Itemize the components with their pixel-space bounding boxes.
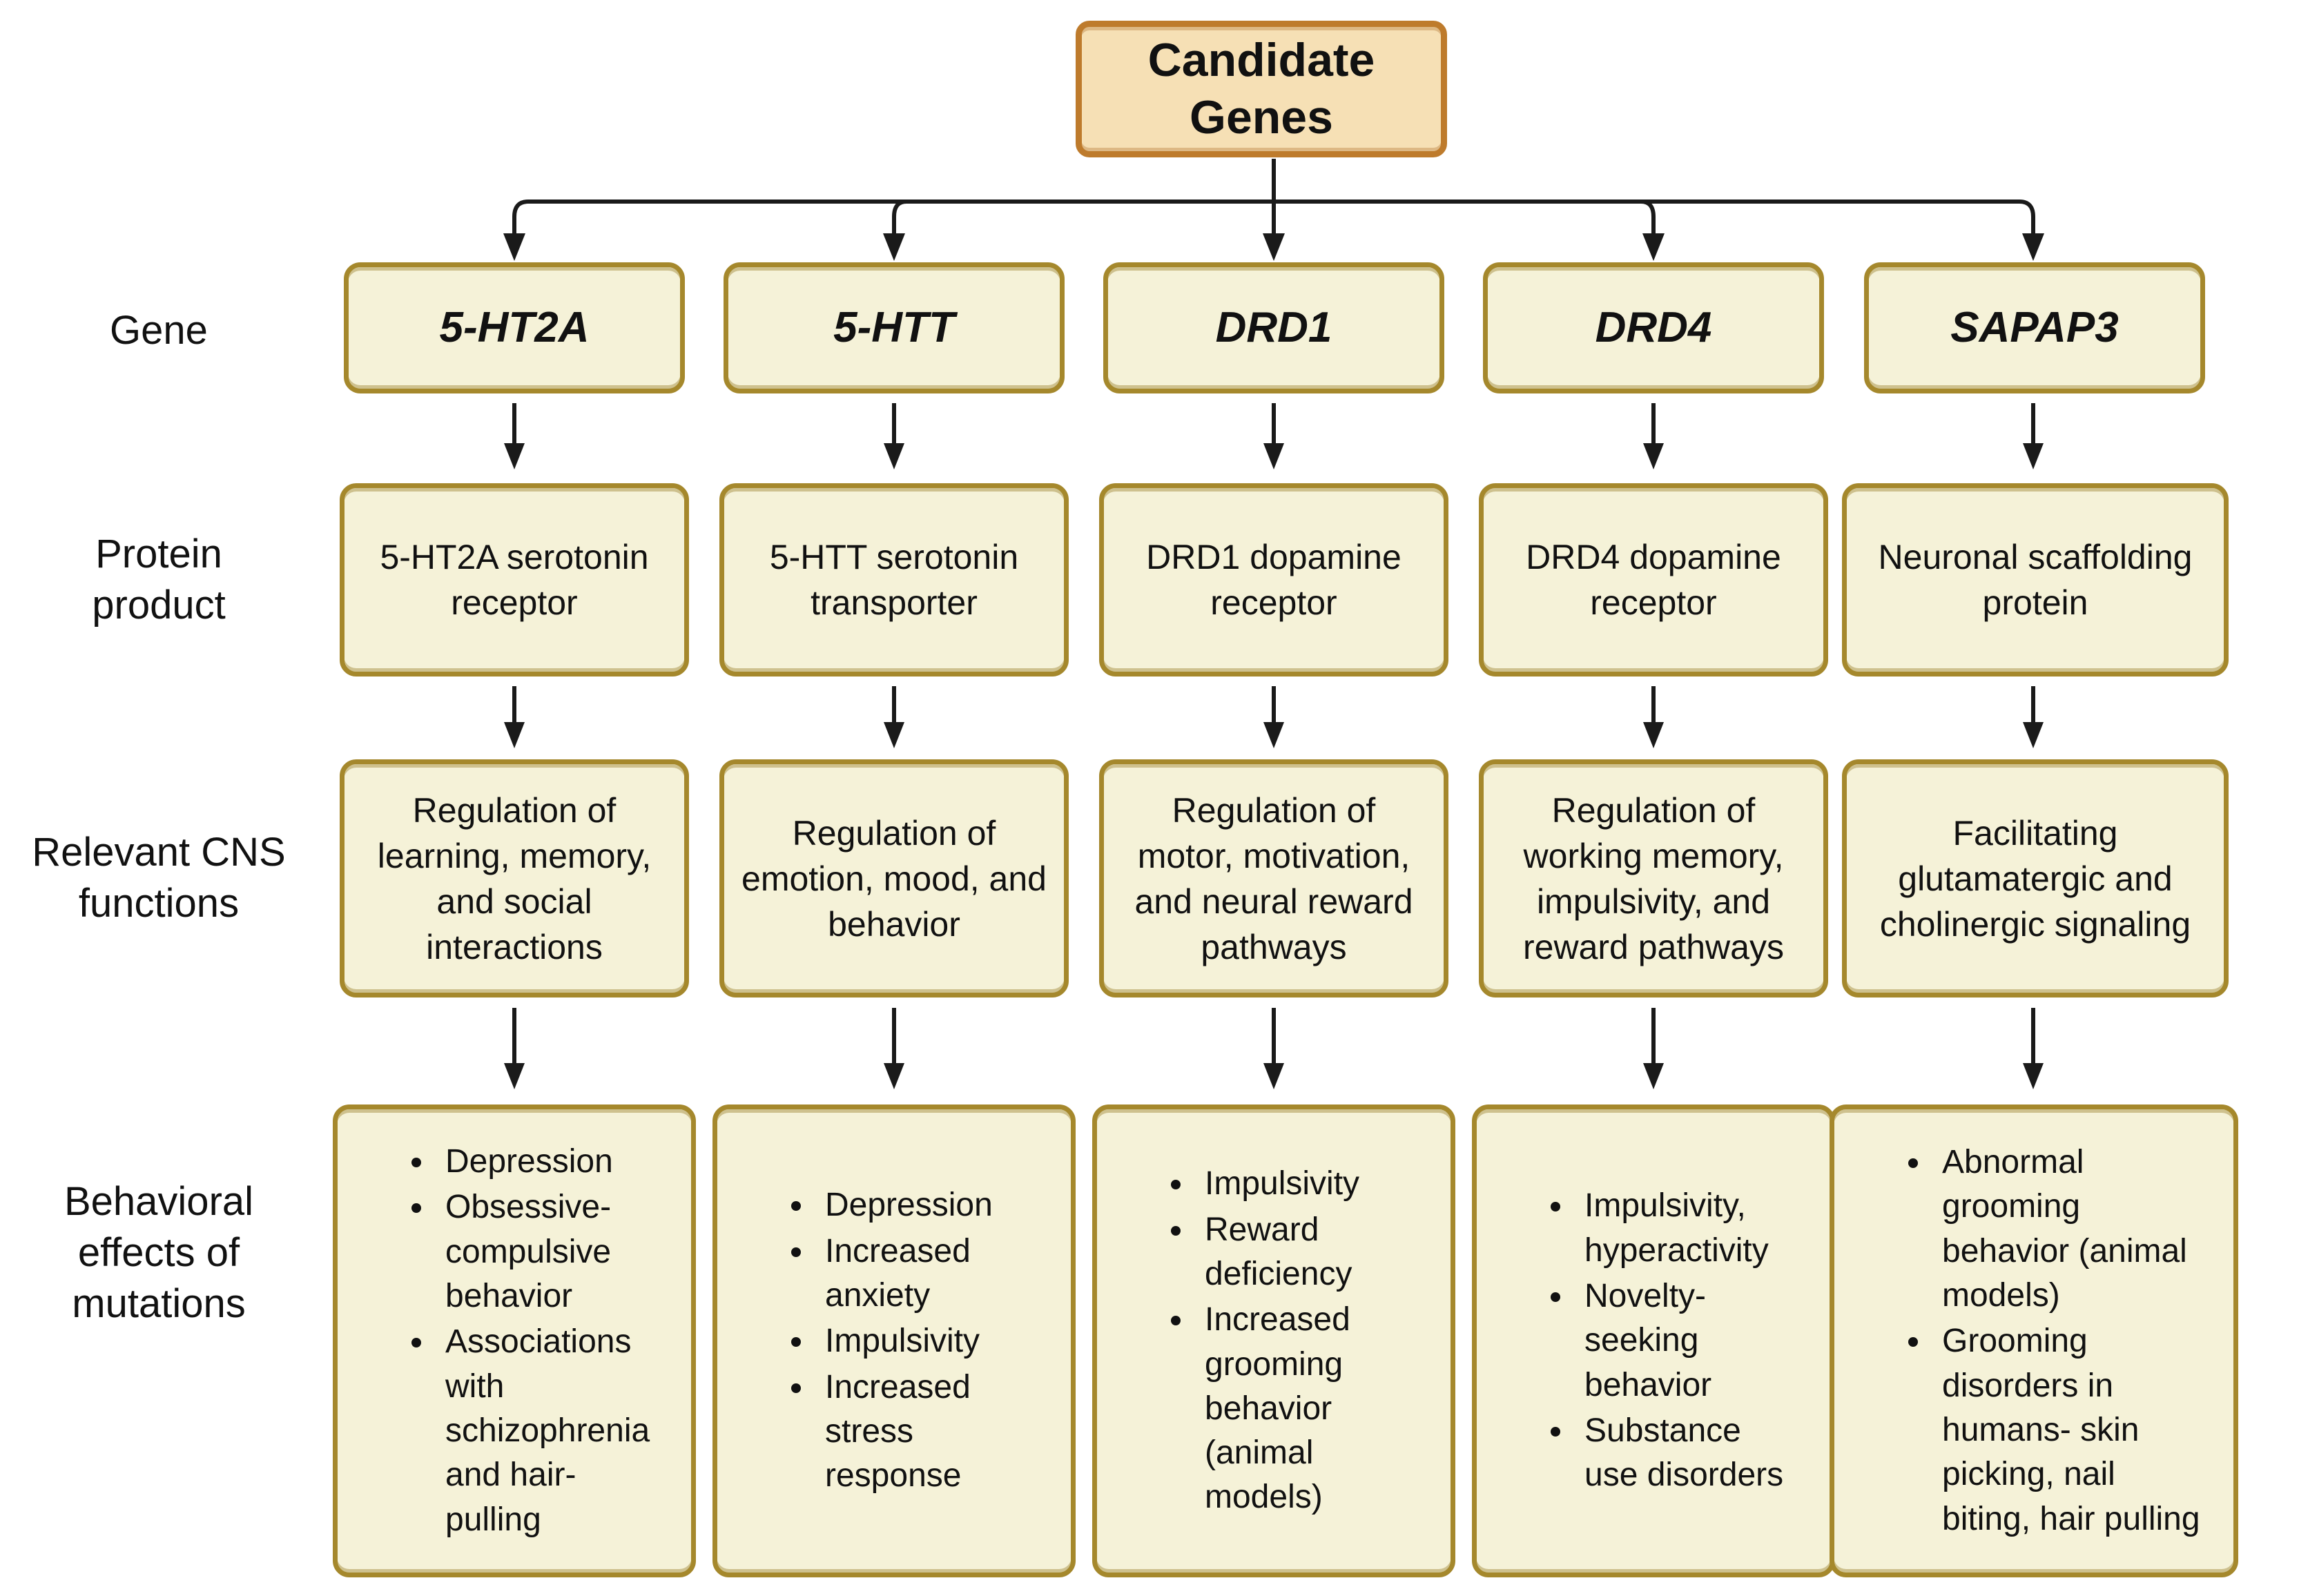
protein-label: DRD4 dopamine receptor: [1526, 538, 1781, 622]
gene-node-drd4: DRD4: [1483, 262, 1824, 393]
protein-node-5htt: 5-HTT serotonin transporter: [719, 483, 1069, 677]
gene-node-5htt: 5-HTT: [724, 262, 1065, 393]
behavior-node-5htt: Depression Increased anxiety Impulsivity…: [712, 1104, 1076, 1577]
behavior-item: Obsessive-compulsive behavior: [436, 1185, 661, 1318]
arrowhead: [2023, 722, 2044, 748]
behavior-item: Impulsivity: [1195, 1162, 1420, 1206]
gene-label: DRD4: [1595, 304, 1712, 352]
behavior-list: Depression Obsessive-compulsive behavior…: [354, 1138, 675, 1544]
behavior-list: Abnormal grooming behavior (animal model…: [1851, 1139, 2217, 1543]
cns-node-5ht2a: Regulation of learning, memory, and soci…: [340, 759, 689, 998]
protein-node-drd1: DRD1 dopamine receptor: [1099, 483, 1448, 677]
gene-label: 5-HT2A: [439, 304, 590, 352]
behavior-item: Associations with schizophrenia and hair…: [436, 1320, 661, 1542]
arrowhead: [1263, 443, 1284, 469]
protein-label: 5-HTT serotonin transporter: [769, 538, 1019, 622]
behavior-item: Substance use disorders: [1575, 1409, 1800, 1498]
arrowhead: [1643, 722, 1664, 748]
branch-arrowhead-col3: [1263, 233, 1285, 261]
branch-right-span: [1274, 200, 2035, 237]
protein-node-drd4: DRD4 dopamine receptor: [1479, 483, 1828, 677]
branch-left-span: [512, 200, 1274, 237]
gene-label: 5-HTT: [833, 304, 955, 352]
arrowhead: [884, 443, 904, 469]
arrowhead: [2023, 1063, 2044, 1089]
behavior-item: Impulsivity: [815, 1319, 1040, 1363]
arrowhead: [1643, 443, 1664, 469]
branch-arrowhead-col2: [883, 233, 905, 261]
arrowhead: [504, 722, 525, 748]
behavior-item: Impulsivity, hyperactivity: [1575, 1184, 1800, 1273]
protein-node-5ht2a: 5-HT2A serotonin receptor: [340, 483, 689, 677]
behavior-node-5ht2a: Depression Obsessive-compulsive behavior…: [333, 1104, 696, 1577]
behavior-item: Increased grooming behavior (animal mode…: [1195, 1298, 1420, 1520]
behavior-list: Depression Increased anxiety Impulsivity…: [734, 1182, 1054, 1499]
cns-label: Regulation of working memory, impulsivit…: [1523, 790, 1784, 966]
cns-label: Regulation of emotion, mood, and behavio…: [741, 813, 1047, 944]
behavior-list: Impulsivity, hyperactivity Novelty-seeki…: [1493, 1183, 1814, 1499]
protein-label: 5-HT2A serotonin receptor: [380, 538, 649, 622]
gene-node-sapap3: SAPAP3: [1864, 262, 2205, 393]
cns-node-drd4: Regulation of working memory, impulsivit…: [1479, 759, 1828, 998]
behavior-item: Increased stress response: [815, 1365, 1040, 1499]
row-label-behavioral-effects: Behavioral effects of mutations: [64, 1179, 254, 1327]
behavior-item: Depression: [436, 1140, 661, 1184]
behavior-item: Abnormal grooming behavior (animal model…: [1932, 1140, 2203, 1318]
branch-arrowhead-col4: [1642, 233, 1665, 261]
gene-node-5ht2a: 5-HT2A: [344, 262, 685, 393]
behavior-node-drd1: Impulsivity Reward deficiency Increased …: [1092, 1104, 1455, 1577]
behavior-item: Reward deficiency: [1195, 1208, 1420, 1297]
behavior-list: Impulsivity Reward deficiency Increased …: [1114, 1160, 1434, 1521]
branch-arrowhead-col1: [503, 233, 525, 261]
branch-drop-col4: [1640, 200, 1656, 237]
gene-label: DRD1: [1215, 304, 1332, 352]
protein-label: DRD1 dopamine receptor: [1146, 538, 1401, 622]
protein-label: Neuronal scaffolding protein: [1878, 538, 2193, 622]
arrowhead: [884, 1063, 904, 1089]
behavior-item: Novelty-seeking behavior: [1575, 1274, 1800, 1408]
arrowhead: [504, 443, 525, 469]
behavior-node-sapap3: Abnormal grooming behavior (animal model…: [1830, 1104, 2238, 1577]
arrowhead: [504, 1063, 525, 1089]
arrowhead: [1263, 1063, 1284, 1089]
arrowhead: [1263, 722, 1284, 748]
behavior-item: Depression: [815, 1183, 1040, 1227]
row-label-relevant-cns-functions: Relevant CNS functions: [32, 830, 286, 926]
root-node-candidate-genes: Candidate Genes: [1076, 21, 1447, 157]
cns-label: Regulation of learning, memory, and soci…: [377, 790, 652, 966]
cns-label: Facilitating glutamatergic and cholinerg…: [1879, 813, 2191, 944]
arrowhead: [884, 722, 904, 748]
behavior-item: Increased anxiety: [815, 1229, 1040, 1318]
branch-arrowhead-col5: [2022, 233, 2044, 261]
cns-node-sapap3: Facilitating glutamatergic and cholinerg…: [1842, 759, 2229, 998]
branch-drop-col2: [892, 200, 907, 237]
arrowhead: [2023, 443, 2044, 469]
arrowhead: [1643, 1063, 1664, 1089]
row-label-protein-product: Protein product: [92, 532, 226, 628]
behavior-node-drd4: Impulsivity, hyperactivity Novelty-seeki…: [1472, 1104, 1835, 1577]
gene-node-drd1: DRD1: [1103, 262, 1444, 393]
row-label-gene: Gene: [110, 308, 208, 353]
root-node-label: Candidate Genes: [1147, 34, 1375, 144]
gene-label: SAPAP3: [1950, 304, 2119, 352]
cns-node-drd1: Regulation of motor, motivation, and neu…: [1099, 759, 1448, 998]
cns-label: Regulation of motor, motivation, and neu…: [1134, 790, 1413, 966]
behavior-item: Grooming disorders in humans- skin picki…: [1932, 1319, 2203, 1541]
protein-node-sapap3: Neuronal scaffolding protein: [1842, 483, 2229, 677]
cns-node-5htt: Regulation of emotion, mood, and behavio…: [719, 759, 1069, 998]
